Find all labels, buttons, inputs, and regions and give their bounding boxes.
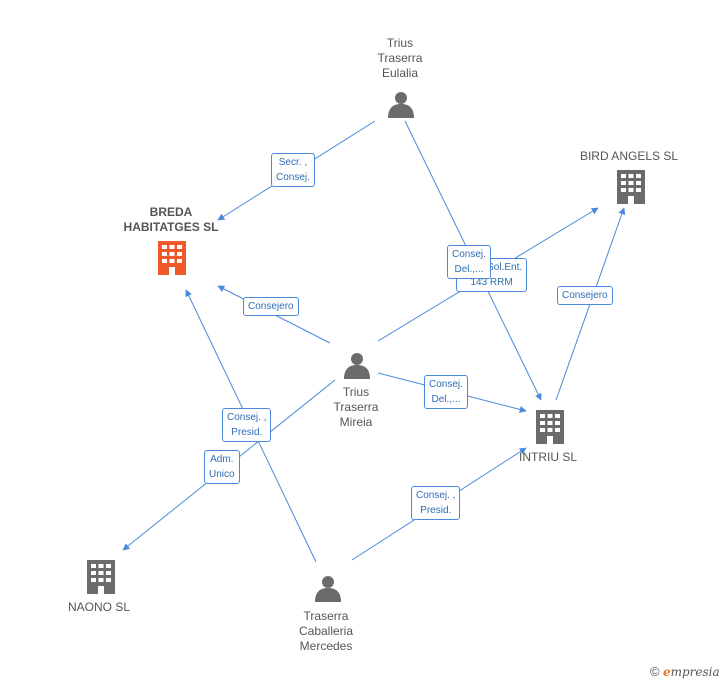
building-icon[interactable] xyxy=(536,410,564,444)
person-icon[interactable] xyxy=(315,576,341,602)
building-icon[interactable] xyxy=(87,560,115,594)
node-label-trius-eulalia[interactable]: Trius Traserra Eulalia xyxy=(377,36,423,80)
edge-label-consej-presid-breda[interactable]: Consej. , Presid. xyxy=(222,408,272,442)
edge-label-consej-presid-intriu[interactable]: Consej. , Presid. xyxy=(411,486,461,520)
edges-layer xyxy=(122,120,626,563)
empresia-watermark: © empresia xyxy=(650,664,720,679)
node-label-traserra-mercedes[interactable]: Traserra Caballeria Mercedes xyxy=(298,609,354,653)
copyright-symbol: © xyxy=(650,664,660,679)
person-icon[interactable] xyxy=(344,353,370,379)
node-label-breda[interactable]: BREDA HABITATGES SL xyxy=(123,205,219,234)
edge-label-consej-del-mireia[interactable]: Consej. Del.,... xyxy=(424,375,468,409)
node-label-trius-mireia[interactable]: Trius Traserra Mireia xyxy=(333,385,379,429)
node-label-bird-angels[interactable]: BIRD ANGELS SL xyxy=(579,149,679,163)
edge-label-consejero-breda[interactable]: Consejero xyxy=(243,297,299,316)
edge-label-consejero-intriu[interactable]: Consejero xyxy=(557,286,613,305)
building-icon[interactable] xyxy=(158,241,186,275)
person-icon[interactable] xyxy=(388,92,414,118)
node-label-intriu[interactable]: INTRIU SL xyxy=(518,450,577,464)
node-label-naono[interactable]: NAONO SL xyxy=(67,600,130,614)
edge-label-secr-consej[interactable]: Secr. , Consej. xyxy=(271,153,315,187)
building-icon[interactable] xyxy=(617,170,645,204)
edge-label-adm-unico[interactable]: Adm. Unico xyxy=(204,450,240,484)
brand-logo: empresia xyxy=(662,665,720,679)
edge-label-consej-del-eulalia[interactable]: Consej. Del.,... xyxy=(447,245,491,279)
